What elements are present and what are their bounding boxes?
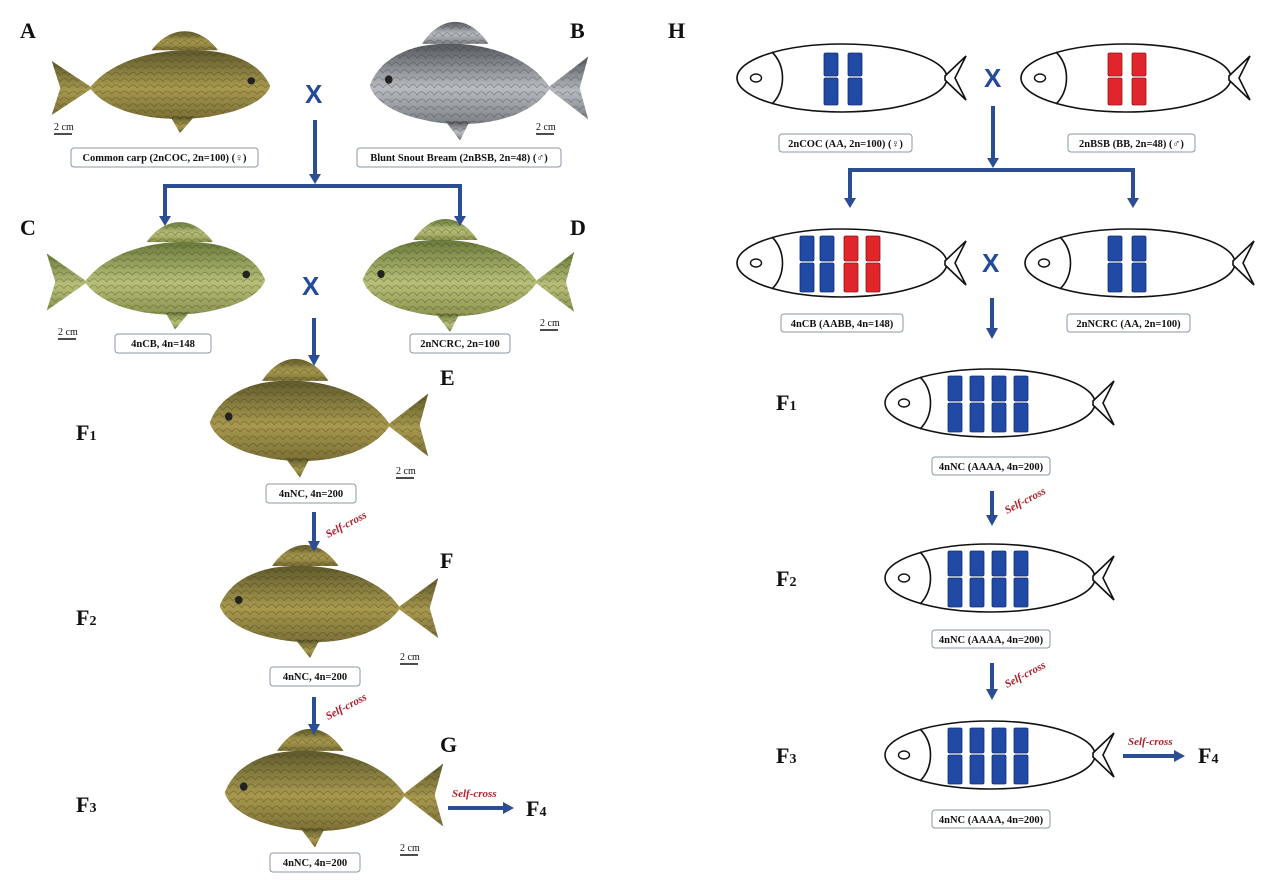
label-f3-4nnc: 4nNC, 4n=200 — [269, 852, 361, 873]
scale-bar-c: 2 cm — [58, 327, 78, 340]
svg-text:2nNCRC, 2n=100: 2nNCRC, 2n=100 — [420, 339, 500, 350]
svg-text:4nNC, 4n=200: 4nNC, 4n=200 — [279, 489, 343, 500]
svg-text:4nCB, 4n=148: 4nCB, 4n=148 — [131, 339, 195, 350]
schematic-fish-f3 — [884, 720, 1115, 790]
cross-symbol-right-parents: X — [984, 63, 1002, 93]
label-2nncrc: 2nNCRC, 2n=100 — [409, 333, 511, 354]
gen-label-left-f2: F2 — [76, 605, 96, 630]
schematic-fish-f2 — [884, 543, 1115, 613]
scale-bar-g: 2 cm — [400, 843, 420, 856]
self-cross-left-2: Self-cross — [324, 691, 369, 723]
label-f1-genome: 4nNC (AAAA, 4n=200) — [931, 456, 1051, 476]
arrow-left-parents — [159, 120, 466, 226]
svg-text:2 cm: 2 cm — [400, 843, 420, 854]
fish-photo-4ncb — [46, 222, 266, 330]
arrow-left-f3-f4 — [448, 802, 514, 814]
panel-letter-d: D — [570, 215, 586, 240]
gen-label-right-f1: F1 — [776, 390, 796, 415]
self-cross-right-2: Self-cross — [1003, 659, 1048, 691]
label-f2-genome: 4nNC (AAAA, 4n=200) — [931, 629, 1051, 649]
schematic-fish-2nbsb — [1020, 43, 1251, 113]
panel-letter-a: A — [20, 18, 36, 43]
fish-photo-f2 — [219, 545, 439, 658]
panel-letter-f: F — [440, 548, 453, 573]
label-2nbsb-genome: 2nBSB (BB, 2n=48) (♂) — [1067, 133, 1196, 153]
svg-text:Blunt Snout Bream (2nBSB, 2n=4: Blunt Snout Bream (2nBSB, 2n=48) (♂) — [370, 153, 548, 164]
svg-text:2 cm: 2 cm — [58, 327, 78, 338]
svg-text:2 cm: 2 cm — [536, 122, 556, 133]
panel-letter-h: H — [668, 18, 685, 43]
arrow-left-to-f1 — [308, 318, 320, 366]
scale-bar-d: 2 cm — [540, 318, 560, 331]
label-f2-4nnc: 4nNC, 4n=200 — [269, 666, 361, 687]
gen-label-right-f3: F3 — [776, 743, 796, 768]
svg-text:4nNC, 4n=200: 4nNC, 4n=200 — [283, 672, 347, 683]
cross-symbol-ab: X — [305, 79, 323, 109]
label-f3-genome: 4nNC (AAAA, 4n=200) — [931, 809, 1051, 829]
panel-letter-e: E — [440, 365, 455, 390]
schematic-fish-f1 — [884, 368, 1115, 438]
arrow-right-parents — [844, 106, 1139, 208]
gen-label-right-f4: F4 — [1198, 743, 1218, 768]
self-cross-right-3: Self-cross — [1128, 736, 1173, 748]
cross-symbol-right-hybrids: X — [982, 248, 1000, 278]
schematic-fish-4ncb — [736, 228, 967, 298]
label-2nncrc-genome: 2nNCRC (AA, 2n=100) — [1066, 313, 1191, 333]
svg-text:4nNC, 4n=200: 4nNC, 4n=200 — [283, 858, 347, 869]
panel-letter-g: G — [440, 732, 457, 757]
svg-text:2 cm: 2 cm — [396, 466, 416, 477]
svg-text:2 cm: 2 cm — [400, 652, 420, 663]
arrow-right-f3-f4 — [1123, 750, 1185, 762]
label-f1-4nnc: 4nNC, 4n=200 — [265, 483, 357, 504]
arrow-right-f1-f2 — [986, 491, 998, 526]
scale-bar-f: 2 cm — [400, 652, 420, 665]
arrow-left-f1-f2 — [308, 512, 320, 552]
schematic-fish-2ncoc — [736, 43, 967, 113]
svg-text:2 cm: 2 cm — [540, 318, 560, 329]
panel-letter-b: B — [570, 18, 585, 43]
fish-photo-blunt-snout-bream — [369, 21, 589, 141]
label-4ncb-genome: 4nCB (AABB, 4n=148) — [780, 313, 904, 333]
scale-bar-b: 2 cm — [536, 122, 556, 135]
label-4ncb: 4nCB, 4n=148 — [114, 333, 212, 354]
gen-label-right-f2: F2 — [776, 566, 796, 591]
svg-text:4nNC (AAAA, 4n=200): 4nNC (AAAA, 4n=200) — [939, 635, 1044, 646]
svg-text:2nBSB (BB, 2n=48) (♂): 2nBSB (BB, 2n=48) (♂) — [1079, 139, 1184, 150]
gen-label-left-f4: F4 — [526, 796, 546, 821]
arrow-left-f2-f3 — [308, 697, 320, 735]
self-cross-left-1: Self-cross — [324, 509, 369, 541]
fish-photo-common-carp — [51, 31, 271, 134]
svg-text:4nCB (AABB, 4n=148): 4nCB (AABB, 4n=148) — [791, 319, 894, 330]
scale-bar-e: 2 cm — [396, 466, 416, 479]
fish-photo-f1 — [209, 358, 429, 478]
fish-photo-2nncrc — [362, 219, 575, 332]
label-2ncoc-genome: 2nCOC (AA, 2n=100) (♀) — [778, 133, 913, 153]
arrow-right-f2-f3 — [986, 663, 998, 700]
svg-text:2 cm: 2 cm — [54, 122, 74, 133]
gen-label-left-f1: F1 — [76, 420, 96, 445]
svg-text:4nNC (AAAA, 4n=200): 4nNC (AAAA, 4n=200) — [939, 462, 1044, 473]
self-cross-left-3: Self-cross — [452, 788, 497, 800]
panel-letter-c: C — [20, 215, 36, 240]
arrow-right-to-f1 — [986, 298, 998, 339]
fish-photo-f3 — [224, 728, 444, 848]
label-blunt-snout-bream: Blunt Snout Bream (2nBSB, 2n=48) (♂) — [356, 147, 562, 168]
gen-label-left-f3: F3 — [76, 792, 96, 817]
scale-bar-a: 2 cm — [54, 122, 74, 135]
svg-text:2nCOC (AA, 2n=100) (♀): 2nCOC (AA, 2n=100) (♀) — [788, 139, 903, 150]
schematic-fish-2nncrc — [1024, 228, 1255, 298]
self-cross-right-1: Self-cross — [1003, 485, 1048, 517]
svg-text:Common carp (2nCOC, 2n=100) (♀: Common carp (2nCOC, 2n=100) (♀) — [82, 153, 247, 164]
label-common-carp: Common carp (2nCOC, 2n=100) (♀) — [70, 147, 259, 168]
svg-text:4nNC (AAAA, 4n=200): 4nNC (AAAA, 4n=200) — [939, 815, 1044, 826]
cross-symbol-cd: X — [302, 271, 320, 301]
svg-text:2nNCRC (AA, 2n=100): 2nNCRC (AA, 2n=100) — [1076, 319, 1181, 330]
